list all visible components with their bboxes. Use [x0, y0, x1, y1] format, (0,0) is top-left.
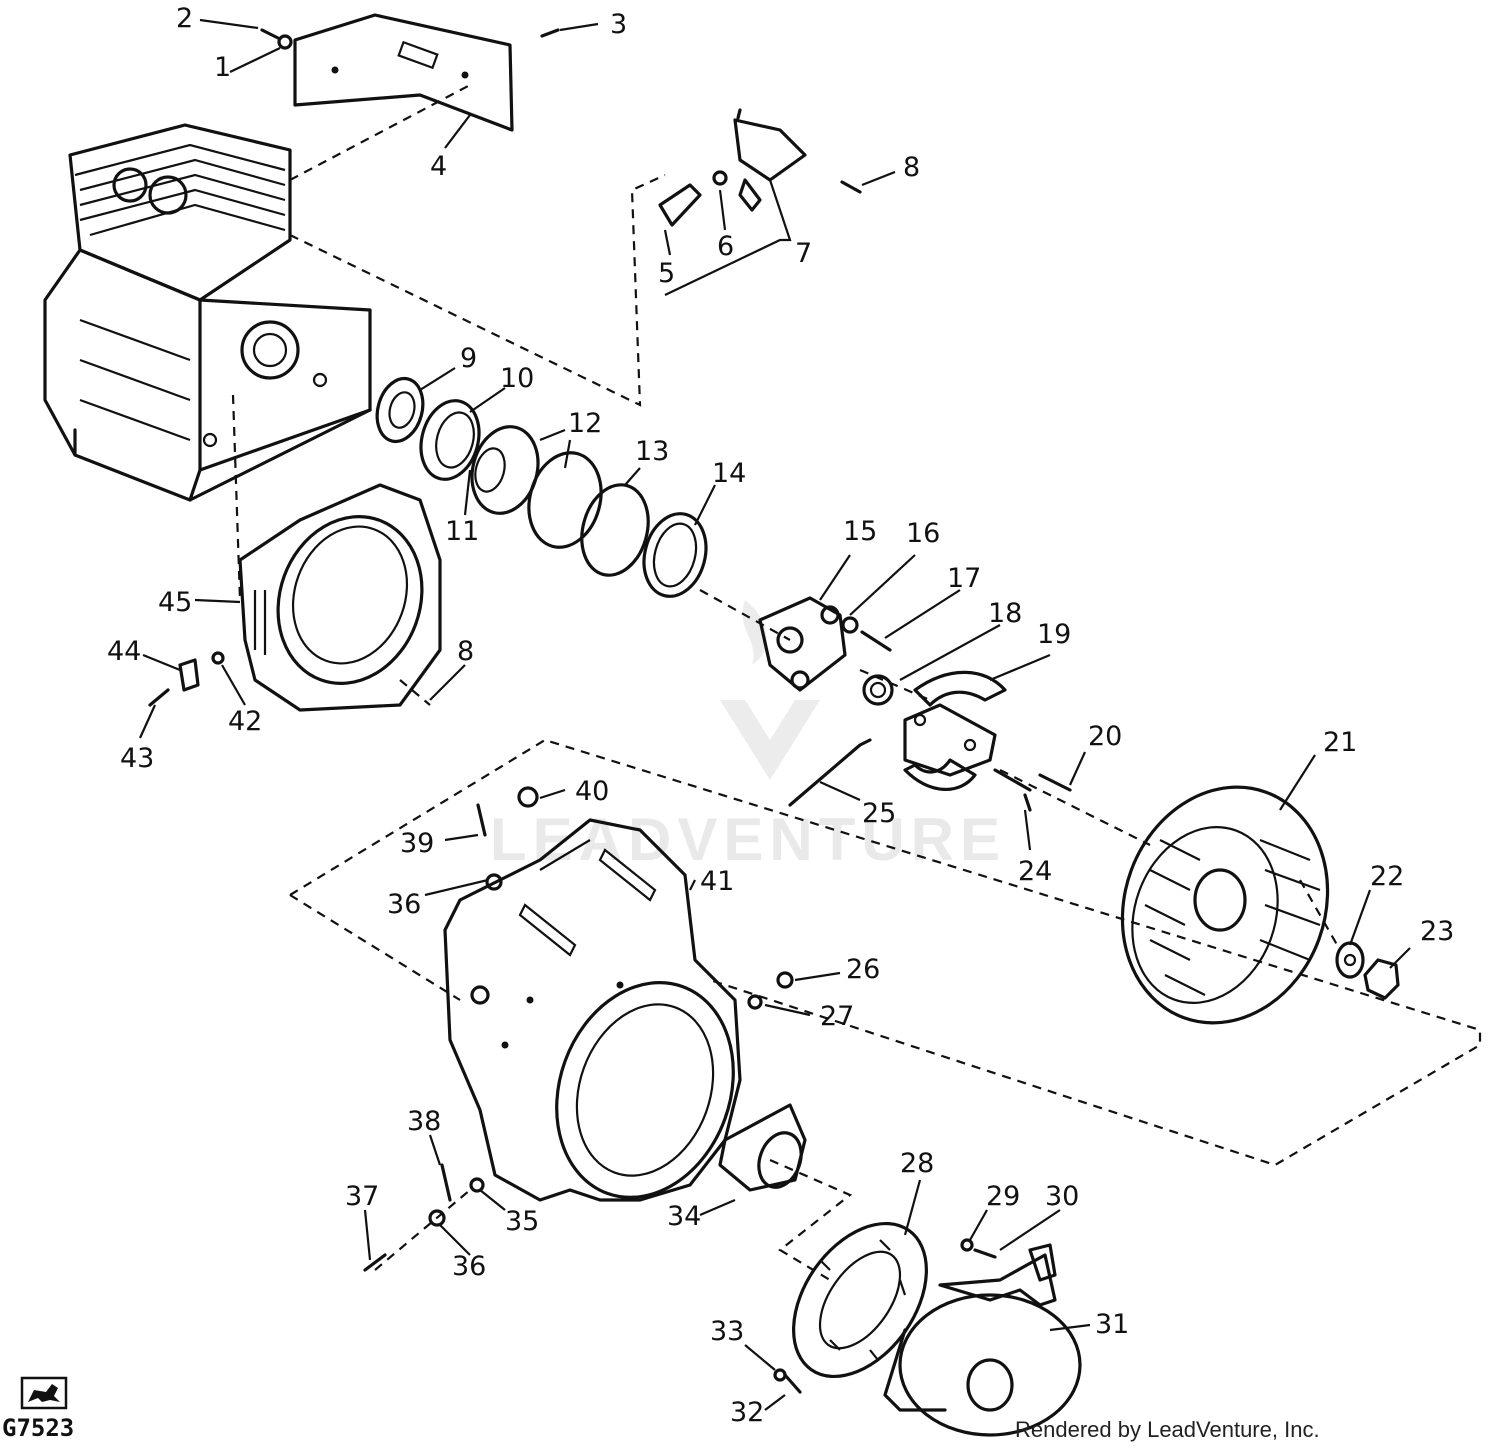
callout-35: 35	[505, 1206, 539, 1237]
nut	[469, 1177, 485, 1193]
nut	[1363, 958, 1400, 1000]
callout-24: 24	[1018, 856, 1052, 887]
deer-logo-icon	[20, 1376, 68, 1410]
washer	[428, 1209, 446, 1227]
callout-1: 1	[214, 52, 231, 83]
callout-44: 44	[107, 636, 141, 667]
callout-9: 9	[460, 343, 477, 374]
callout-8-second: 8	[457, 636, 474, 667]
callout-3: 3	[610, 9, 627, 40]
callout-32: 32	[730, 1397, 764, 1428]
callout-30: 30	[1045, 1181, 1079, 1212]
callout-15: 15	[843, 516, 877, 547]
callouts: 1 2 3 4 5 6 7 8 9 10 11 12 13 14 15 16 1…	[107, 3, 1454, 1428]
washer	[1335, 941, 1365, 979]
callout-39: 39	[400, 828, 434, 859]
callout-5: 5	[658, 258, 675, 289]
callout-27: 27	[820, 1001, 854, 1032]
screw	[148, 688, 170, 707]
callout-16: 16	[906, 518, 940, 549]
callout-40: 40	[575, 776, 609, 807]
bolt	[363, 1253, 387, 1272]
callout-18: 18	[988, 598, 1022, 629]
callout-37: 37	[345, 1181, 379, 1212]
credit-text: Rendered by LeadVenture, Inc.	[1015, 1417, 1320, 1442]
washer	[277, 34, 293, 50]
assembly-lines	[231, 84, 1482, 1281]
screw	[783, 1373, 802, 1394]
callout-10: 10	[500, 363, 534, 394]
callout-6: 6	[717, 231, 734, 262]
screw	[973, 1248, 997, 1259]
screw	[540, 28, 560, 38]
callout-20: 20	[1088, 721, 1122, 752]
clutch-shoe	[903, 670, 1007, 791]
clip	[178, 658, 200, 692]
callout-45: 45	[158, 587, 192, 618]
callout-11: 11	[445, 516, 479, 547]
rotating-screen	[792, 1221, 928, 1379]
callout-14: 14	[712, 458, 746, 489]
callout-4: 4	[430, 151, 447, 182]
callout-26: 26	[846, 954, 880, 985]
callout-43: 43	[120, 743, 154, 774]
callout-31: 31	[1095, 1309, 1129, 1340]
callout-21: 21	[1323, 727, 1357, 758]
spacer	[440, 1163, 452, 1202]
washer-hole	[1343, 953, 1357, 967]
nut	[747, 994, 763, 1010]
callout-29: 29	[986, 1181, 1020, 1212]
plug	[517, 786, 539, 808]
callout-34: 34	[667, 1201, 701, 1232]
air-baffle	[238, 483, 442, 712]
callout-36-second: 36	[387, 889, 421, 920]
screw	[260, 28, 280, 40]
callout-8: 8	[903, 152, 920, 183]
callout-28: 28	[900, 1148, 934, 1179]
figure-id: G7523	[2, 1414, 74, 1442]
callout-17: 17	[947, 563, 981, 594]
screw	[1038, 773, 1072, 792]
callout-42: 42	[228, 706, 262, 737]
callout-2: 2	[176, 3, 193, 34]
flywheel	[1120, 785, 1330, 1025]
link-rod	[788, 738, 872, 807]
callout-22: 22	[1370, 861, 1404, 892]
watermark: LEADVENTURE	[490, 600, 1006, 873]
watermark-text: LEADVENTURE	[490, 806, 1006, 873]
washer	[485, 873, 503, 891]
seals-and-gaskets	[375, 376, 708, 598]
recoil-starter	[883, 1243, 1082, 1437]
cover-plate	[293, 13, 514, 132]
callout-36: 36	[452, 1251, 486, 1282]
callout-23: 23	[1420, 916, 1454, 947]
blower-housing	[443, 818, 742, 1202]
callout-41: 41	[700, 866, 734, 897]
governor-bracket	[658, 108, 862, 227]
engine-block	[43, 123, 372, 502]
washer	[773, 1368, 787, 1382]
callout-13: 13	[635, 436, 669, 467]
brake-bracket	[758, 596, 894, 706]
leader-lines	[138, 18, 1411, 1411]
starter-cup	[718, 1103, 807, 1192]
washer	[776, 971, 794, 989]
callout-7: 7	[795, 238, 812, 269]
callout-33: 33	[710, 1316, 744, 1347]
washer	[211, 651, 225, 665]
spring	[993, 768, 1032, 812]
callout-19: 19	[1037, 619, 1071, 650]
callout-38: 38	[407, 1106, 441, 1137]
callout-12: 12	[568, 408, 602, 439]
callout-25: 25	[862, 798, 896, 829]
washer	[960, 1238, 974, 1252]
bolt	[476, 803, 487, 837]
